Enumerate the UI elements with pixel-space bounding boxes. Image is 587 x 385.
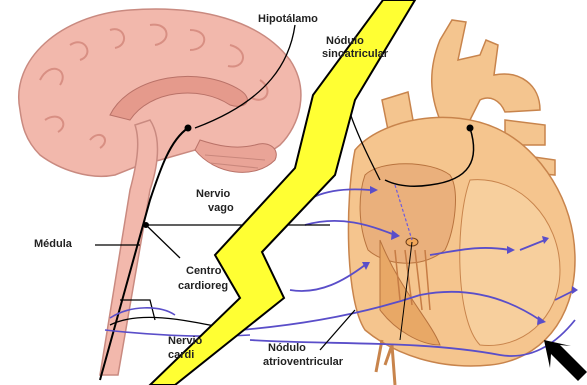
label-nodulo-sinoatrial-1: Nódulo — [326, 35, 364, 47]
label-nervio-vago-2: vago — [208, 202, 234, 214]
label-nodulo-sinoatrial-2: sinoatricular — [322, 48, 388, 60]
label-medula: Médula — [34, 238, 72, 250]
label-nervio-cardiaco-2: cardi — [168, 349, 194, 361]
label-centro-2: cardioreg — [178, 280, 228, 292]
label-nodulo-av-2: atrioventricular — [263, 356, 343, 368]
label-centro-1: Centro — [186, 265, 221, 277]
label-hipotalamo: Hipotálamo — [258, 13, 318, 25]
arrow-cursor-icon — [544, 340, 587, 381]
brain — [19, 9, 301, 380]
label-nervio-vago-1: Nervio — [196, 188, 230, 200]
label-nervio-cardiaco-1: Nervio — [168, 335, 202, 347]
label-nodulo-av-1: Nódulo — [268, 342, 306, 354]
